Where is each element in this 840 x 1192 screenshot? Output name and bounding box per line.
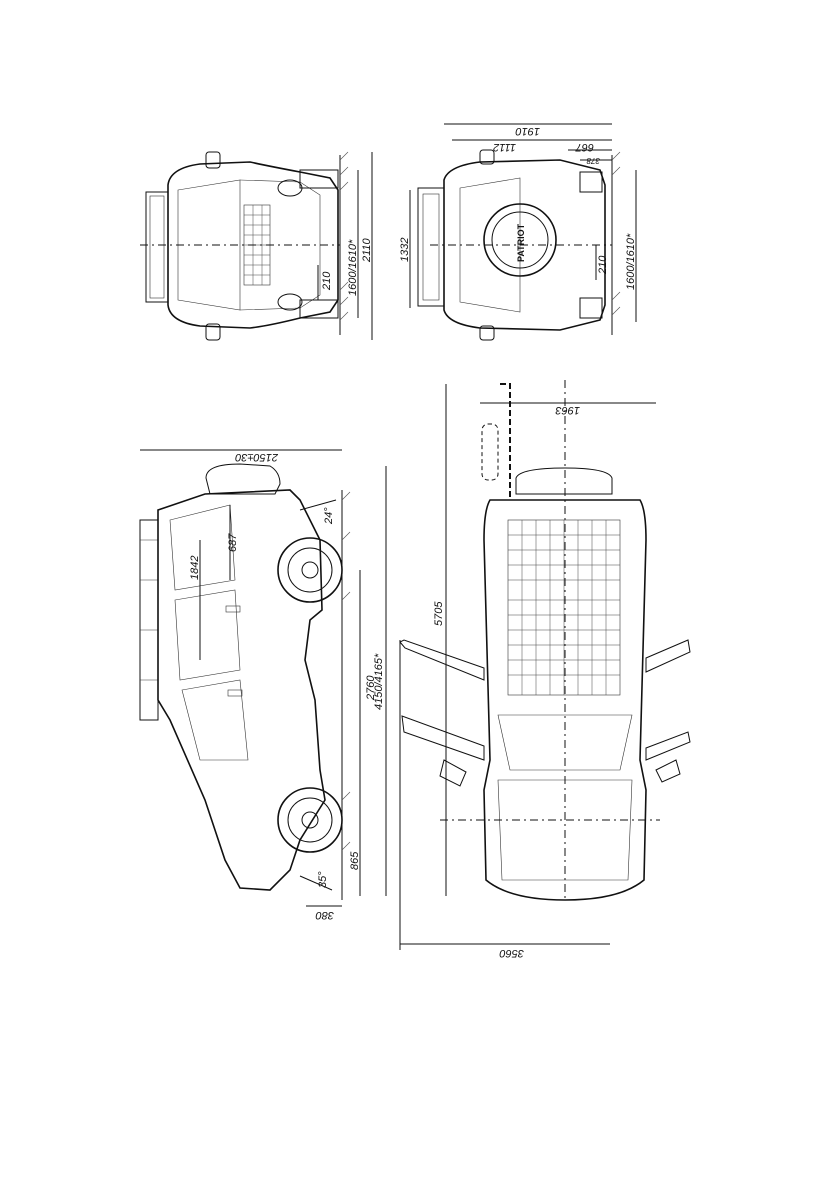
side-angle-front-dim: 24°: [323, 507, 335, 525]
front-clearance-dim: 210: [321, 271, 333, 291]
front-track-dim: 1600/1610*: [347, 239, 359, 296]
rear-1112-dim: 1112: [493, 141, 516, 153]
side-length-dim: 4150/4165*: [373, 653, 385, 710]
rear-width-dim: 1910: [515, 125, 540, 137]
side-height-dim: 2150±30: [234, 451, 279, 463]
rear-clearance-dim: 210: [597, 255, 609, 275]
spare-tire-logo: PATRIOT: [516, 223, 526, 262]
top-width-doors-dim: 3560: [499, 947, 524, 959]
side-865-dim: 865: [349, 851, 361, 870]
rear-track-dim: 1600/1610*: [625, 233, 637, 290]
side-380-dim: 380: [315, 909, 334, 921]
rear-378-dim: 378: [586, 156, 600, 165]
top-length-dim: 5705: [433, 601, 445, 626]
side-687-dim: 687: [227, 533, 239, 552]
side-view: [140, 450, 386, 906]
front-height-dim: 2110: [361, 237, 373, 263]
front-view: [140, 152, 372, 340]
top-width-mirrors-dim: 1963: [555, 404, 580, 416]
side-1842-dim: 1842: [189, 556, 201, 580]
top-view: [400, 380, 690, 950]
rear-view: PATRIOT: [410, 124, 636, 340]
rear-667-dim: 667: [575, 141, 594, 153]
rear-height-dim: 1332: [399, 238, 411, 262]
side-angle-rear-dim: 35°: [317, 871, 329, 888]
